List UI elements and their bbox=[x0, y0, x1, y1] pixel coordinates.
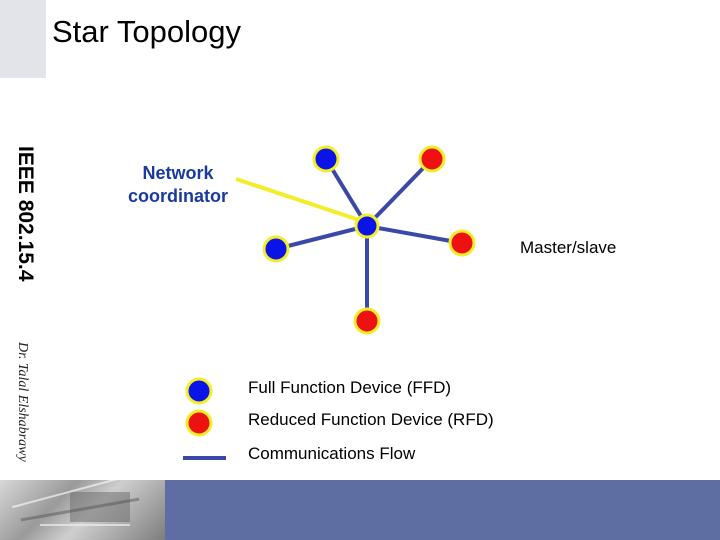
link-to-top-rfd bbox=[365, 157, 434, 228]
legend-ffd-label: Full Function Device (FFD) bbox=[248, 378, 452, 397]
slide-title: Star Topology bbox=[52, 14, 241, 49]
sidebar-header-block bbox=[0, 0, 46, 78]
legend-rfd-icon bbox=[185, 409, 213, 437]
link-to-right-rfd bbox=[366, 224, 463, 245]
legend-flow-label: Communications Flow bbox=[248, 444, 416, 463]
legend-rfd-label: Reduced Function Device (RFD) bbox=[248, 410, 494, 429]
coordinator-node bbox=[354, 213, 380, 239]
legend-ffd-icon bbox=[185, 377, 213, 405]
circuit-board-image bbox=[0, 480, 165, 540]
rfd-node bbox=[448, 229, 476, 257]
coordinator-pointer-line bbox=[235, 177, 363, 223]
network-coordinator-label-line1: Network bbox=[142, 163, 214, 183]
link-to-left-ffd bbox=[275, 224, 368, 251]
star-topology-diagram bbox=[183, 145, 476, 460]
ffd-node bbox=[262, 235, 290, 263]
master-slave-label: Master/slave bbox=[520, 238, 617, 257]
trace-line bbox=[40, 524, 130, 526]
network-coordinator-label: Network coordinator bbox=[128, 162, 228, 208]
rfd-node bbox=[353, 307, 381, 335]
rfd-node bbox=[418, 145, 446, 173]
network-coordinator-label-line2: coordinator bbox=[128, 186, 229, 206]
ffd-node bbox=[312, 145, 340, 173]
sidebar bbox=[0, 0, 46, 480]
